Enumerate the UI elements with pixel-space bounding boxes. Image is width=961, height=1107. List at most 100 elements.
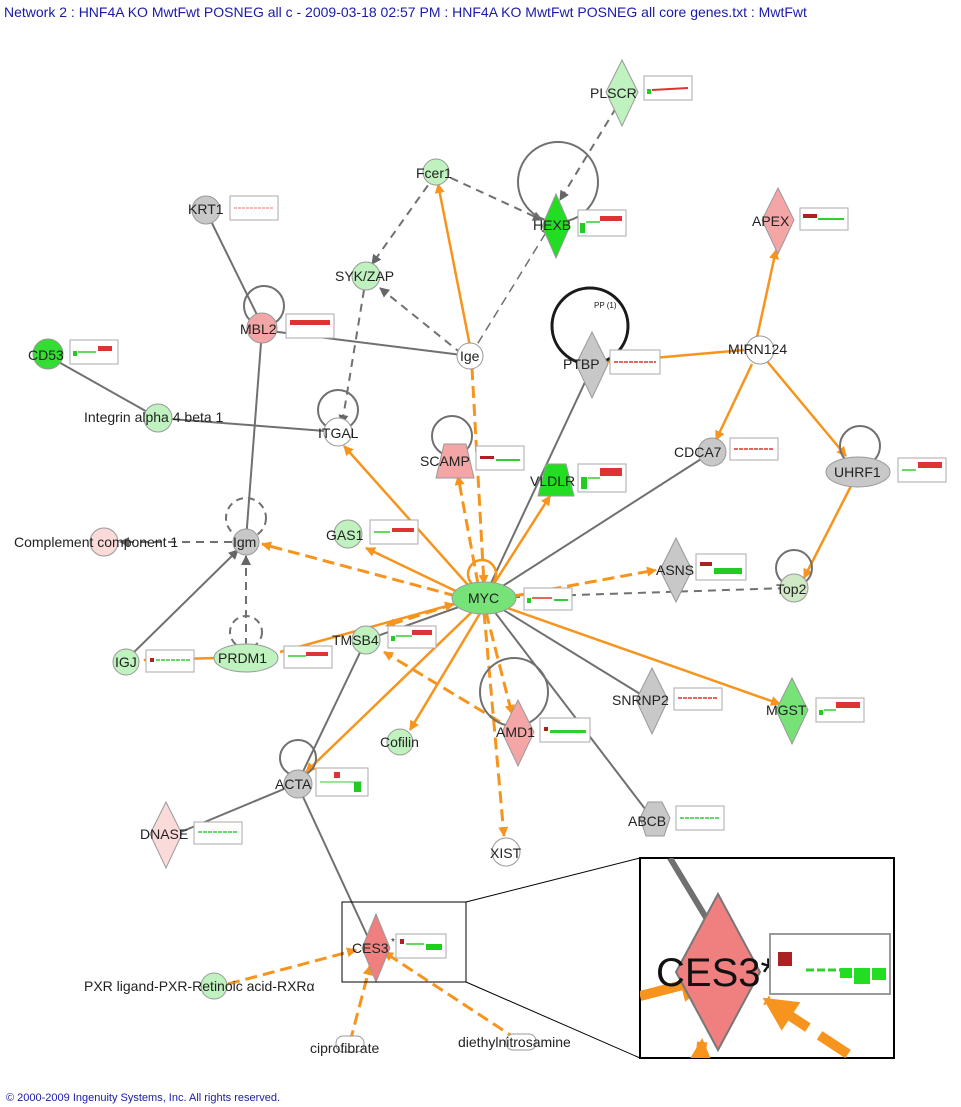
copyright-text: © 2000-2009 Ingenuity Systems, Inc. All …	[6, 1092, 281, 1104]
node-tmsb4[interactable]	[351, 625, 381, 655]
edge-pxr-ces3	[227, 947, 357, 986]
label-diethylnitrosamine: diethylnitrosamine	[458, 1034, 571, 1050]
edge-mirn124-apex	[754, 249, 779, 343]
expr-chart-ptbp	[609, 349, 661, 375]
node-asns[interactable]	[659, 536, 693, 604]
node-acta[interactable]	[283, 769, 313, 799]
node-pxr[interactable]	[200, 972, 228, 1000]
label-hexb: HEXB	[533, 217, 571, 233]
label-complement: Complement component 1	[14, 534, 178, 550]
node-prdm1[interactable]	[213, 643, 279, 673]
node-mbl2[interactable]	[246, 312, 278, 344]
node-hexb[interactable]	[541, 192, 571, 260]
edge-myc-igm	[261, 541, 457, 598]
edge-integrin-itgal	[157, 417, 339, 433]
label-xist: XIST	[490, 845, 522, 861]
expr-chart-vldlr	[577, 463, 627, 493]
label-top2: Top2	[776, 581, 807, 597]
node-uhrf1[interactable]	[825, 456, 891, 488]
node-plscr[interactable]	[605, 58, 639, 128]
node-labels: PLSCR Fcer1 KRT1 HEXB APEX SYK/ZAP PP (1…	[14, 85, 881, 1056]
expr-chart-cd53	[69, 339, 119, 365]
label-mirn124: MIRN124	[728, 341, 787, 357]
label-ptbp: PTBP	[563, 356, 600, 372]
node-xist[interactable]	[491, 837, 521, 867]
edge-ige-fcer1	[434, 183, 472, 347]
node-itgal[interactable]	[323, 417, 353, 447]
label-cofilin: Cofilin	[380, 734, 419, 750]
expr-chart-dnase	[193, 821, 243, 845]
label-uhrf1: UHRF1	[834, 464, 881, 480]
node-integrin[interactable]	[143, 403, 173, 433]
edge-myc-xist	[482, 611, 509, 837]
node-cofilin[interactable]	[386, 728, 414, 756]
edge-mirn124-uhrf1	[765, 359, 847, 457]
edge-ciprofibrate-ces3	[348, 965, 373, 1043]
edge-tmsb4-acta	[297, 639, 367, 783]
node-igm[interactable]	[232, 528, 260, 556]
label-pp: PP (1)	[594, 301, 617, 310]
node-fcer1[interactable]	[422, 158, 450, 186]
node-dnase[interactable]	[149, 800, 183, 870]
expr-chart-prdm1	[283, 645, 333, 669]
expr-chart-mgst	[815, 697, 865, 723]
node-ciprofibrate[interactable]	[335, 1035, 365, 1053]
label-tmsb4: TMSB4	[332, 632, 379, 648]
node-mirn124[interactable]	[745, 335, 775, 365]
zoom-connector-top	[465, 857, 641, 903]
node-top2[interactable]	[779, 573, 809, 603]
node-scamp[interactable]	[435, 443, 475, 479]
node-igj[interactable]	[112, 648, 140, 676]
label-ces3: CES3	[352, 940, 389, 956]
label-plscr: PLSCR	[590, 85, 637, 101]
node-abcb[interactable]	[639, 801, 671, 837]
expr-chart-myc	[523, 587, 573, 611]
node-cd53[interactable]	[32, 338, 64, 370]
label-snrnp: SNRNP2	[612, 692, 669, 708]
label-dnase: DNASE	[140, 826, 188, 842]
edge-ige-syk	[379, 287, 463, 355]
node-syk-zap[interactable]	[351, 261, 381, 291]
zoom-connector-bottom	[465, 981, 641, 1059]
node-snrnp[interactable]	[635, 666, 669, 736]
zoom-ces3-label: CES3*	[656, 951, 776, 995]
node-krt1[interactable]	[191, 195, 221, 225]
node-diethylnitrosamine[interactable]	[505, 1033, 537, 1051]
label-prdm1: PRDM1	[218, 650, 267, 666]
edge-syk-itgal	[338, 289, 365, 425]
network-title: Network 2 : HNF4A KO MwtFwt POSNEG all c…	[4, 4, 807, 20]
label-myc: MYC	[468, 590, 499, 606]
node-mgst[interactable]	[775, 676, 809, 746]
edge-cd53-integrin	[47, 355, 159, 419]
node-complement[interactable]	[89, 527, 119, 557]
label-ces3-asterisk: *	[391, 937, 395, 948]
expr-chart-hexb	[577, 209, 627, 237]
node-ptbp[interactable]	[575, 330, 609, 400]
expr-chart-apex	[799, 207, 849, 231]
edge-myc-tmsb4-dash	[385, 602, 455, 628]
expr-chart-mbl2	[285, 313, 335, 339]
label-ige: Ige	[460, 348, 480, 364]
node-gas1[interactable]	[333, 519, 363, 549]
expr-chart-uhrf1	[897, 457, 947, 483]
zoom-viewport: CES3*	[640, 858, 891, 1058]
edge-ige-myc	[470, 367, 489, 585]
node-apex[interactable]	[761, 186, 795, 256]
nodes[interactable]	[32, 58, 891, 1053]
node-vldlr[interactable]	[537, 463, 575, 497]
edge-myc-cofilin	[408, 609, 484, 731]
label-scamp: SCAMP	[420, 453, 470, 469]
expr-chart-tmsb4	[387, 625, 437, 649]
edge-myc-scamp	[454, 475, 480, 585]
node-ige[interactable]	[456, 342, 484, 370]
edge-acta-ces3	[297, 785, 373, 947]
node-cdca7[interactable]	[697, 437, 727, 467]
edge-plscr-hexb	[559, 107, 617, 201]
node-myc[interactable]	[451, 581, 517, 615]
expr-chart-amd1	[539, 717, 591, 743]
zoom-inset: CES3*	[341, 857, 895, 1059]
label-mbl2: MBL2	[240, 321, 277, 337]
node-amd1[interactable]	[501, 698, 535, 768]
edge-amd1-tmsb4	[383, 650, 501, 724]
